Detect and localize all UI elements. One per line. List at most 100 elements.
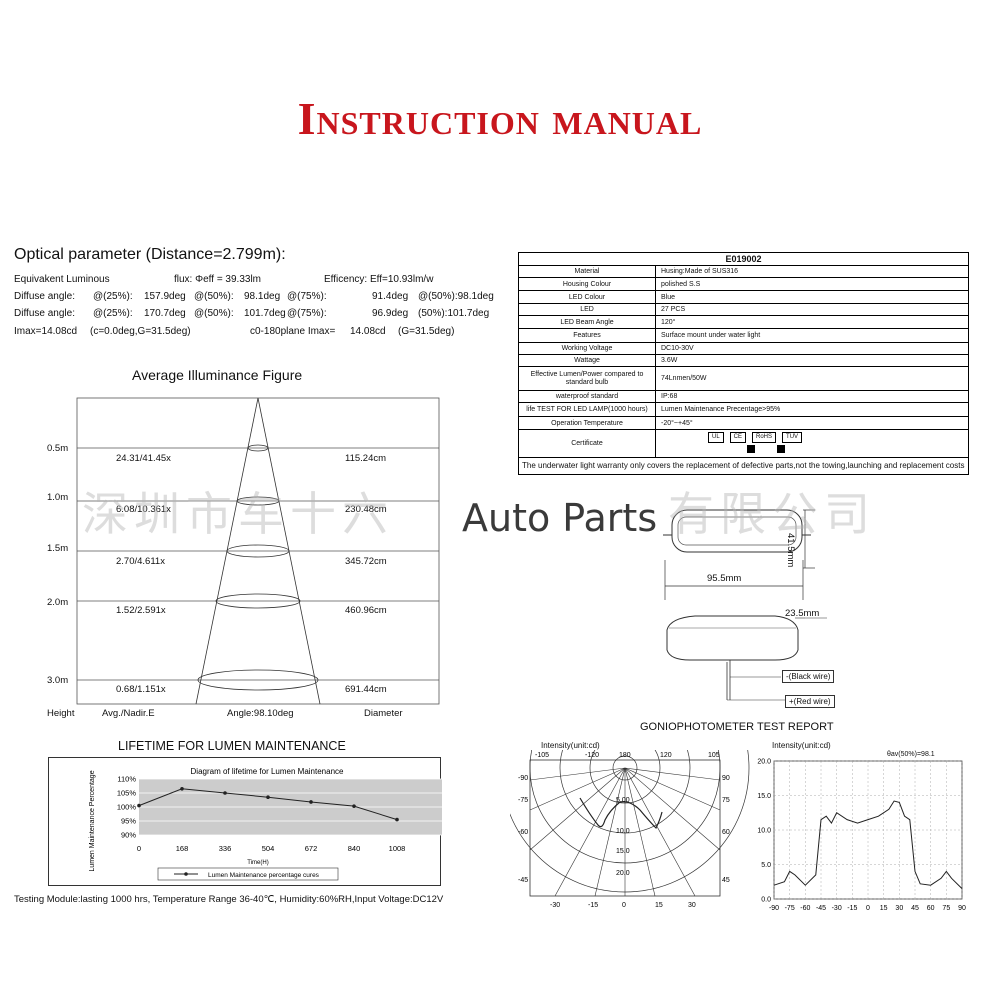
opt-text: @(50%): <box>194 291 234 302</box>
y-tick-label: 10.0 <box>757 828 771 835</box>
warranty-note: The underwater light warranty only cover… <box>522 461 965 470</box>
x-tick-label: -45 <box>816 905 826 912</box>
y-tick-label: 100% <box>117 803 137 812</box>
opt-text: (c=0.0deg,G=31.5deg) <box>90 326 191 337</box>
opt-text: 98.1deg <box>244 291 281 302</box>
spec-value: 74Lnmen/50W <box>661 375 707 382</box>
cert-ul: UL <box>708 432 724 443</box>
polar-left-label: -60 <box>518 829 528 836</box>
spec-key: LED Colour <box>519 291 656 303</box>
illuminance-value: 24.31/41.45x <box>116 453 171 464</box>
illuminance-value: 6.08/10.361x <box>116 504 171 515</box>
brand-watermark: Auto Parts <box>462 496 658 540</box>
diameter-value: 230.48cm <box>345 504 387 515</box>
spec-value: Blue <box>661 293 676 301</box>
footer-avg: Avg./Nadir.E <box>102 708 155 719</box>
illuminance-title: Average Illuminance Figure <box>132 367 303 383</box>
legend-marker <box>184 872 188 876</box>
opt-text: @(50%):98.1deg <box>418 291 494 302</box>
y-tick-label: 110% <box>117 775 136 784</box>
spec-value: 120° <box>661 318 676 326</box>
x-tick-label: 90 <box>958 905 966 912</box>
polar-bottom-label: -15 <box>588 902 598 909</box>
y-tick-label: 5.0 <box>761 862 771 869</box>
polar-right-label: 90 <box>722 775 730 782</box>
opt-text: flux: Φeff = 39.33lm <box>174 274 262 285</box>
x-tick-label: -60 <box>800 905 810 912</box>
spec-value: 3.6W <box>661 357 678 364</box>
cert-tuv: TUV <box>782 432 803 443</box>
spec-key: life TEST FOR LED LAMP(1000 hours) <box>519 403 656 416</box>
polar-top-label: 105 <box>708 752 720 759</box>
lifetime-legend: Lumen Maintenance percentage cures <box>208 872 320 879</box>
intensity-series-line <box>773 800 963 890</box>
opt-text: (50%):101.7deg <box>418 308 490 319</box>
dim-height: 23.5mm <box>785 608 820 619</box>
spec-key: Wattage <box>519 355 656 366</box>
page-title: Instruction manual <box>297 93 703 144</box>
gonio-right-label: Intensity(unit:cd) <box>772 741 831 750</box>
illuminance-value: 1.52/2.591x <box>116 605 166 616</box>
opt-text: 157.9deg <box>144 291 186 302</box>
height-label: 3.0m <box>47 675 69 686</box>
spec-value: polished S.S <box>661 280 701 288</box>
spec-value: 27 PCS <box>661 306 686 313</box>
x-tick-label: 672 <box>305 844 318 853</box>
spec-value: -20°~+45° <box>661 419 693 427</box>
lifetime-chart: Diagram of lifetime for Lumen Maintenanc… <box>48 757 442 886</box>
opt-text: 96.9deg <box>372 308 409 319</box>
spec-key: Material <box>519 266 656 277</box>
opt-text: 170.7deg <box>144 308 186 319</box>
opt-text: 91.4deg <box>372 291 409 302</box>
x-tick-label: -15 <box>847 905 857 912</box>
spec-key: Operation Temperature <box>519 417 656 429</box>
lumen-data-point <box>352 804 356 808</box>
lumen-data-point <box>395 817 399 822</box>
polar-ring-label: 10.0 <box>616 828 630 835</box>
dimension-drawing <box>663 509 827 701</box>
footer-diameter: Diameter <box>364 708 403 719</box>
polar-top-label: -120 <box>585 752 599 759</box>
spec-key: Effective Lumen/Power compared to standa… <box>519 367 656 390</box>
polar-bottom-label: 0 <box>622 902 626 909</box>
spec-value: DC10-30V <box>661 345 694 352</box>
y-tick-label: 90% <box>121 831 136 840</box>
polar-curve <box>579 797 663 830</box>
x-tick-label: 75 <box>942 905 950 912</box>
x-tick-label: 1008 <box>389 844 406 853</box>
polar-bottom-label: -30 <box>550 902 560 909</box>
dim-length: 95.5mm <box>707 573 742 584</box>
watermark-text: 深圳市车十六 <box>82 488 394 540</box>
diameter-value: 345.72cm <box>345 556 387 567</box>
diameter-value: 115.24cm <box>345 453 387 464</box>
lifetime-inner-title: Diagram of lifetime for Lumen Maintenanc… <box>191 767 345 776</box>
polar-bottom-label: 15 <box>655 902 663 909</box>
x-tick-label: 840 <box>348 844 361 853</box>
x-tick-label: 60 <box>927 905 935 912</box>
lifetime-heading: LIFETIME FOR LUMEN MAINTENANCE <box>118 739 346 753</box>
x-tick-label: 0 <box>137 844 141 853</box>
spec-key: Housing Colour <box>519 278 656 290</box>
opt-text: @(75%): <box>287 291 327 302</box>
light-top-view <box>671 509 803 553</box>
height-label: 2.0m <box>47 597 69 608</box>
light-side-view <box>666 615 799 661</box>
spec-value: Lumen Maintenance Precentage>95% <box>661 406 781 413</box>
opt-text: @(25%): <box>93 308 133 319</box>
height-label: 1.0m <box>47 492 69 503</box>
x-tick-label: -30 <box>832 905 842 912</box>
opt-text: Efficency: Eff=10.93lm/w <box>324 274 434 285</box>
spec-key: Features <box>519 329 656 342</box>
polar-ring-label: 5.00 <box>616 797 630 804</box>
opt-text: Imax=14.08cd <box>14 326 78 337</box>
opt-text: Diffuse angle: <box>14 308 75 319</box>
spec-value: Husing:Made of SUS316 <box>661 268 739 275</box>
opt-text: Diffuse angle: <box>14 291 75 302</box>
lifetime-ylabel: Lumen Maintenance Percentage <box>89 770 96 871</box>
y-tick-label: 0.0 <box>761 897 771 904</box>
spec-key: Working Voltage <box>519 343 656 354</box>
opt-text: @(25%): <box>93 291 133 302</box>
lumen-data-point <box>309 800 313 804</box>
height-label: 1.5m <box>47 543 69 554</box>
